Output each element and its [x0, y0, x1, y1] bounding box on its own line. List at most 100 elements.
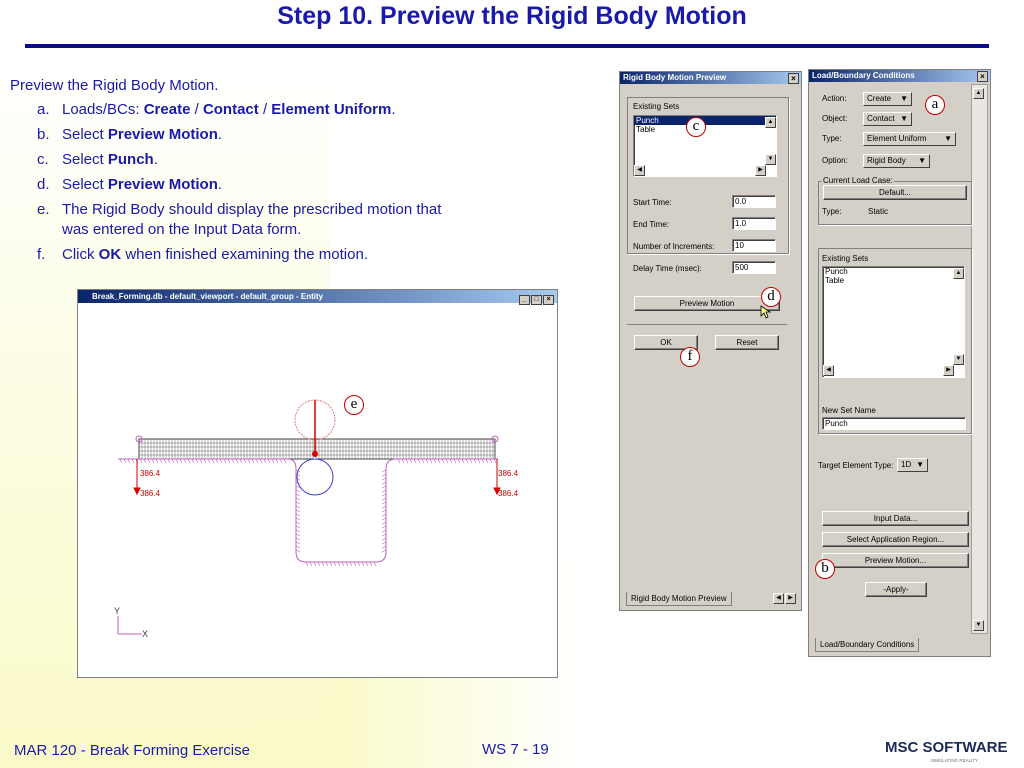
end-node-right [491, 435, 499, 443]
axis-y-label: Y [114, 606, 120, 616]
scroll-up-icon[interactable]: ▲ [973, 88, 984, 99]
load-label-1: 386.4 [140, 469, 161, 478]
title-rule [25, 44, 989, 48]
object-dropdown[interactable]: Contact▼ [863, 112, 912, 126]
minimize-icon[interactable]: _ [519, 295, 530, 305]
apply-button[interactable]: -Apply- [865, 582, 927, 597]
lbc-tab[interactable]: Load/Boundary Conditions [815, 638, 920, 652]
instructions-intro: Preview the Rigid Body Motion. [10, 77, 219, 94]
load-arrows [133, 459, 501, 496]
chevron-down-icon: ▼ [918, 156, 926, 165]
chevron-down-icon: ▼ [944, 134, 952, 143]
load-case-group-label: Current Load Case: [822, 176, 894, 185]
steps-list: a.Loads/BCs: Create / Contact / Element … [10, 100, 470, 265]
step-item: e.The Rigid Body should display the pres… [10, 200, 470, 240]
lbc-title: Load/Boundary Conditions [812, 71, 915, 80]
step-text: Click [62, 246, 99, 263]
instructions: Preview the Rigid Body Motion. a.Loads/B… [10, 76, 470, 270]
reset-button[interactable]: Reset [715, 335, 779, 350]
option-dropdown[interactable]: Rigid Body▼ [863, 154, 930, 168]
close-icon[interactable]: × [543, 295, 554, 305]
tab-left-icon[interactable]: ◀ [773, 593, 784, 604]
rbm-preview-motion-button[interactable]: Preview Motion [634, 296, 780, 311]
step-item: f.Click OK when finished examining the m… [10, 245, 470, 265]
scroll-up-icon[interactable]: ▲ [953, 268, 964, 279]
callout-d: d [761, 287, 781, 307]
callout-a: a [925, 95, 945, 115]
graphics-viewport[interactable]: Break_Forming.db - default_viewport - de… [77, 289, 558, 678]
step-text: Create [143, 101, 191, 118]
type-label: Type: [822, 134, 842, 143]
new-set-field[interactable]: Punch [822, 417, 966, 430]
load-case-group [818, 181, 972, 225]
rbm-titlebar: Rigid Body Motion Preview × [620, 72, 801, 84]
maximize-icon[interactable]: □ [531, 295, 542, 305]
scroll-left-icon[interactable]: ◀ [823, 365, 834, 376]
new-set-label: New Set Name [822, 406, 876, 415]
scroll-right-icon[interactable]: ▶ [755, 165, 766, 176]
step-text: . [391, 101, 396, 118]
action-dropdown[interactable]: Create▼ [863, 92, 912, 106]
step-letter: d. [37, 176, 50, 193]
axis-x-label: X [142, 629, 148, 639]
lbc-set-punch[interactable]: Punch [825, 267, 848, 276]
step-item: b.Select Preview Motion. [10, 125, 470, 145]
load-label-2: 386.4 [140, 489, 161, 498]
close-icon[interactable]: × [977, 71, 988, 82]
step-letter: e. [37, 201, 50, 218]
increments-label: Number of Increments: [633, 242, 715, 251]
delay-field[interactable]: 500 [732, 261, 776, 274]
end-time-field[interactable]: 1.0 [732, 217, 776, 230]
die-boundary-ticks [119, 458, 497, 567]
rbm-set-table[interactable]: Table [636, 125, 656, 134]
start-time-label: Start Time: [633, 198, 672, 207]
step-text: Preview Motion [107, 176, 218, 193]
sets-group [818, 248, 972, 434]
footer-course: MAR 120 - Break Forming Exercise [14, 742, 250, 759]
delay-label: Delay Time (msec): [633, 264, 702, 273]
step-text: / [258, 101, 272, 118]
step-letter: b. [37, 126, 50, 143]
slide-title: Step 10. Preview the Rigid Body Motion [277, 2, 747, 30]
die-outline [118, 458, 498, 563]
rbm-existing-sets-label: Existing Sets [633, 102, 680, 111]
scroll-up-icon[interactable]: ▲ [765, 117, 776, 128]
punch-circle [296, 458, 334, 496]
target-element-dropdown[interactable]: 1D▼ [897, 458, 928, 472]
action-label: Action: [822, 94, 847, 103]
tab-right-icon[interactable]: ▶ [785, 593, 796, 604]
rbm-set-punch[interactable]: Punch [634, 116, 776, 125]
scroll-down-icon[interactable]: ▼ [973, 620, 984, 631]
logo-tagline: SIMULATING REALITY [931, 758, 978, 763]
type-dropdown[interactable]: Element Uniform▼ [863, 132, 956, 146]
input-data-button[interactable]: Input Data... [822, 511, 969, 526]
scroll-left-icon[interactable]: ◀ [634, 165, 645, 176]
load-label-3: 386.4 [498, 469, 519, 478]
viewport-title: Break_Forming.db - default_viewport - de… [92, 292, 324, 301]
lbc-scrollbar[interactable] [971, 84, 988, 634]
lbc-set-table[interactable]: Table [825, 276, 845, 285]
lbc-existing-sets-label: Existing Sets [822, 254, 869, 263]
rbm-group [627, 97, 789, 254]
ok-button[interactable]: OK [634, 335, 698, 350]
increments-field[interactable]: 10 [732, 239, 776, 252]
axis-triad [117, 616, 142, 635]
step-text: when finished examining the motion. [121, 246, 368, 263]
step-text: Element Uniform [271, 101, 392, 118]
step-text: Select [62, 176, 108, 193]
scroll-down-icon[interactable]: ▼ [765, 154, 776, 165]
step-text: / [190, 101, 203, 118]
select-region-button[interactable]: Select Application Region... [822, 532, 969, 547]
close-icon[interactable]: × [788, 73, 799, 84]
punch-reference-node [312, 451, 318, 457]
window-controls: _□× [518, 292, 554, 305]
rbm-tab[interactable]: Rigid Body Motion Preview [626, 592, 732, 606]
load-case-button[interactable]: Default... [823, 185, 967, 200]
start-time-field[interactable]: 0.0 [732, 195, 776, 208]
scroll-right-icon[interactable]: ▶ [943, 365, 954, 376]
scroll-down-icon[interactable]: ▼ [953, 354, 964, 365]
lbc-preview-motion-button[interactable]: Preview Motion... [822, 553, 969, 568]
lbc-sets-list[interactable]: Punch Table [822, 266, 965, 378]
step-text: . [153, 151, 158, 168]
callout-b: b [815, 559, 835, 579]
